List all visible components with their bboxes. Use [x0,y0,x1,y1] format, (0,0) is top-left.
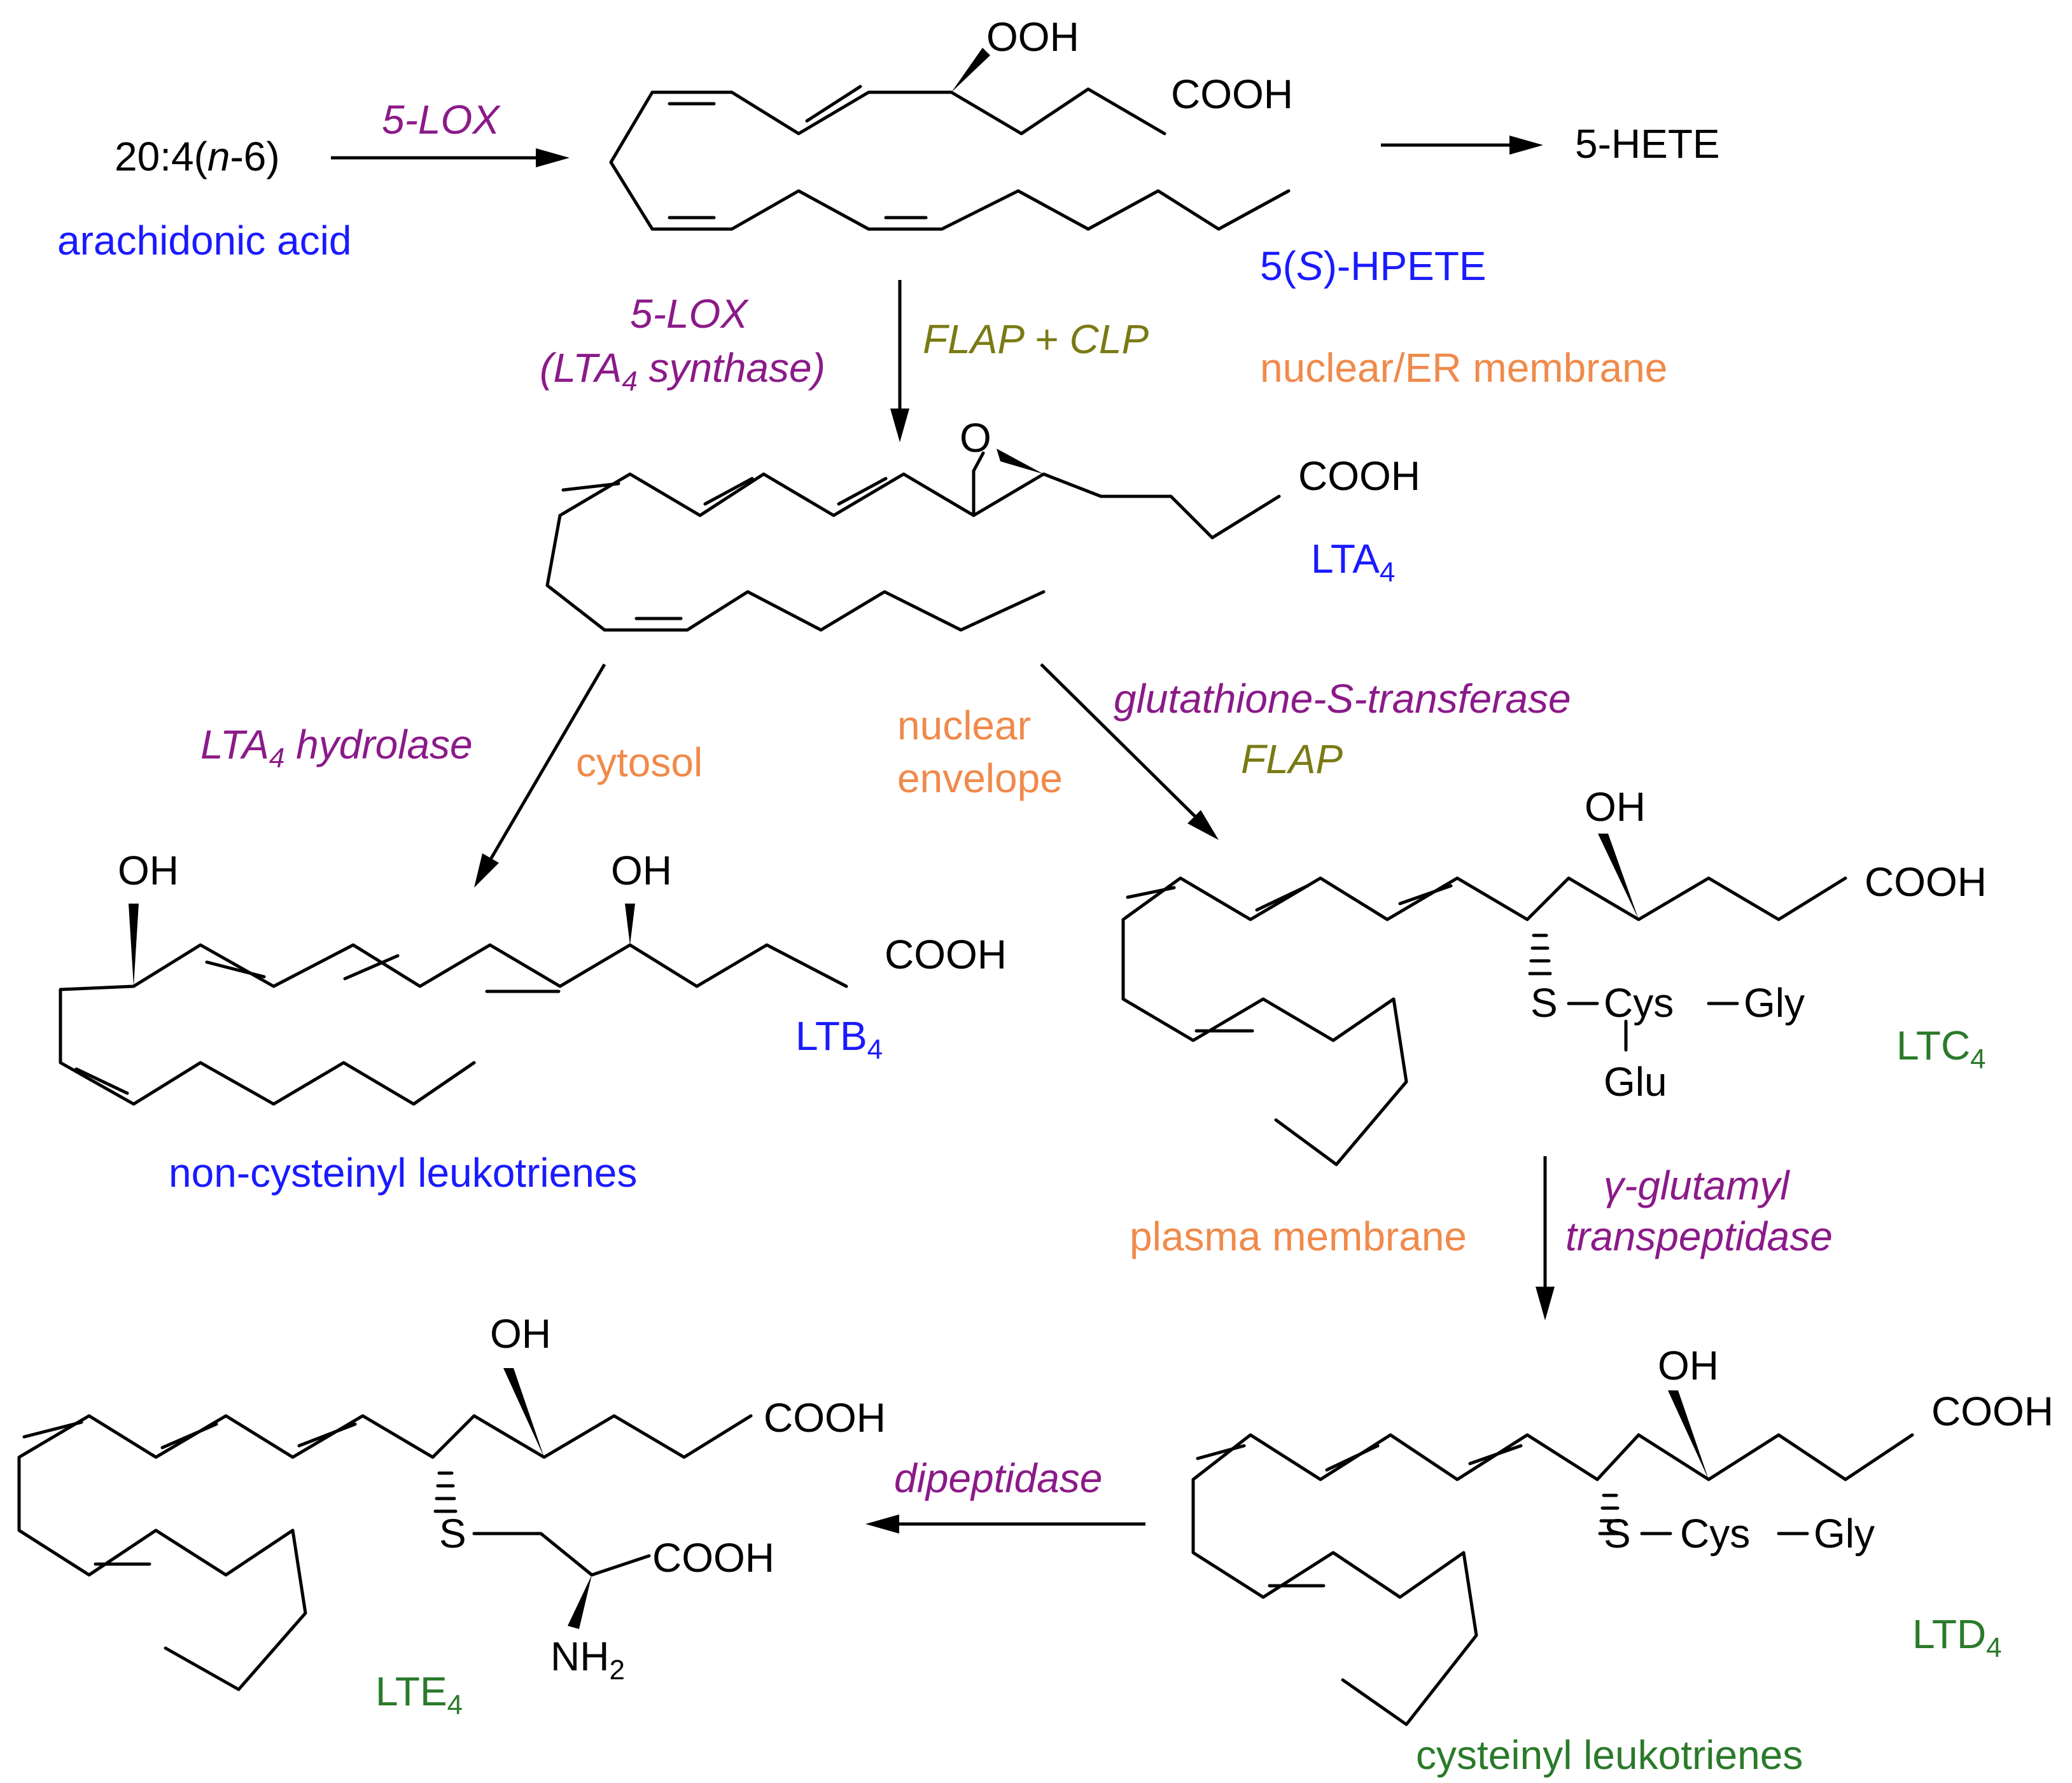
lte4-structure [17,1368,753,1691]
location-nuclear-2: envelope [897,755,1063,801]
location-nuclear-er: nuclear/ER membrane [1260,345,1667,391]
ltd4-gly: Gly [1814,1511,1875,1556]
hpete-cooh: COOH [1171,71,1293,117]
enzyme-dipeptidase: dipeptidase [894,1455,1102,1501]
enzyme-ggt-1: γ-glutamyl [1604,1163,1790,1208]
ltd4-label: LTD4 [1912,1611,2002,1663]
group-cysteinyl: cysteinyl leukotrienes [1416,1732,1803,1778]
lta4-epoxide-o: O [960,415,991,461]
enzyme-5lox-1: 5-LOX [382,97,501,143]
ltc4-gly: Gly [1744,980,1805,1026]
arrow-hpete-to-lta4 [890,280,909,442]
lte4-wedge-nh2 [568,1575,592,1629]
lte4-oh: OH [490,1311,551,1357]
ltd4-cooh: COOH [1931,1388,2054,1434]
lte4-s: S [439,1511,466,1556]
hpete-label: 5(S)-HPETE [1260,243,1487,289]
ltb4-oh-2: OH [611,848,672,893]
lta4-cooh: COOH [1298,453,1420,499]
lte4-wedge-oh [503,1368,544,1457]
hpete-ooh: OOH [986,14,1079,60]
ltd4-wedge-oh [1668,1390,1709,1479]
lte4-label: LTE4 [375,1668,463,1721]
aa-name: arachidonic acid [57,218,352,263]
ltd4-oh: OH [1658,1343,1719,1388]
ltd4-structure [1191,1390,1914,1726]
enzyme-ggt-2: transpeptidase [1565,1213,1833,1259]
enzyme-lta4-hydrolase: LTA4 hydrolase [200,722,473,774]
arrow-aa-to-hpete [331,148,570,167]
ltc4-hash-s-bond [1528,933,1552,975]
ltb4-wedge-oh-2 [625,904,635,945]
ltb4-wedge-oh-1 [129,904,139,986]
arrow-ltc4-to-ltd4 [1536,1156,1555,1320]
arrow-hpete-to-hete [1381,136,1543,155]
aa-formula: 20:4(n-6) [115,134,280,179]
ltb4-oh-1: OH [118,848,179,893]
cofactor-flap-clp: FLAP + CLP [923,316,1149,362]
lte4-nh2: NH2 [550,1633,625,1686]
ltc4-glu: Glu [1604,1059,1667,1105]
lta4-epoxide-wedge [997,449,1044,474]
hpete-structure [609,48,1291,231]
arrow-lta4-to-ltc4 [1040,663,1219,840]
ltb4-structure [59,904,848,1106]
ltb4-cooh: COOH [885,932,1007,977]
ltc4-structure [1121,834,1847,1166]
location-cytosol: cytosol [576,739,703,785]
ltc4-wedge-oh [1598,834,1639,919]
ltd4-s: S [1604,1511,1631,1556]
hpete-wedge-bond [951,48,990,92]
ltc4-cys: Cys [1604,980,1674,1026]
ltc4-cooh: COOH [1865,859,1987,905]
ltd4-cys: Cys [1680,1511,1750,1556]
lta4-structure [545,449,1281,632]
hete-label: 5-HETE [1575,121,1720,167]
ltc4-oh: OH [1585,784,1646,830]
group-non-cysteinyl: non-cysteinyl leukotrienes [169,1150,637,1196]
ltc4-label: LTC4 [1896,1023,1986,1075]
enzyme-lta4-synthase: (LTA4 synthase) [540,345,825,397]
ltd4-hash-s-bond [1598,1493,1622,1535]
cofactor-flap: FLAP [1241,736,1343,782]
ltc4-s: S [1530,980,1558,1026]
enzyme-5lox-2: 5-LOX [630,291,749,337]
location-plasma: plasma membrane [1130,1213,1467,1259]
arrow-ltd4-to-lte4 [865,1514,1145,1534]
lte4-cooh-2: COOH [652,1535,774,1581]
location-nuclear-1: nuclear [897,703,1031,748]
enzyme-gst: glutathione-S-transferase [1114,676,1571,722]
arrow-lta4-to-ltb4 [474,663,606,888]
lte4-hash-s-bond [433,1471,458,1513]
lte4-cooh: COOH [764,1395,886,1441]
ltb4-label: LTB4 [795,1013,883,1065]
lta4-label: LTA4 [1311,536,1395,588]
